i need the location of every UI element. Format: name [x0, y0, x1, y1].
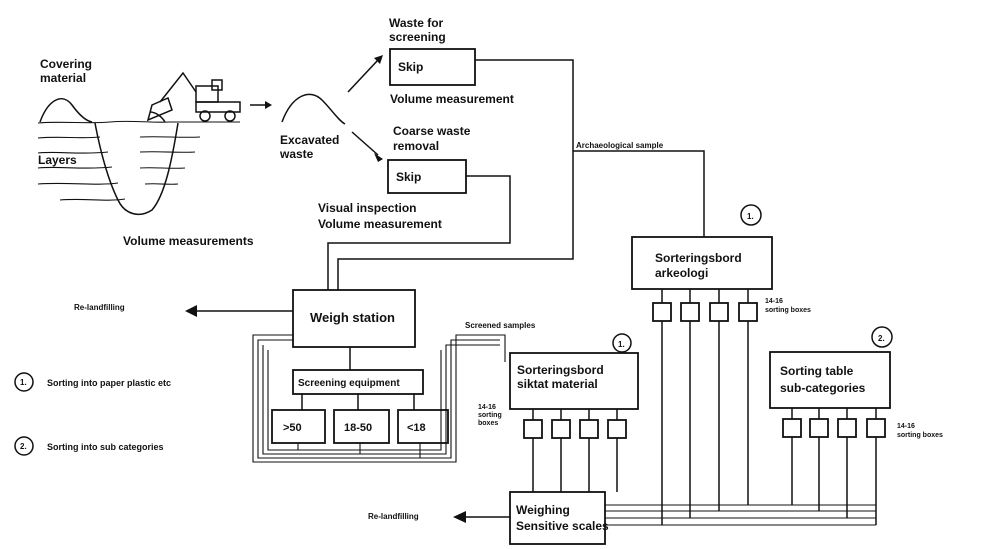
label-screening-equipment: Screening equipment	[298, 378, 400, 389]
label-weighing-1: Weighing	[516, 503, 570, 517]
label-weigh-station: Weigh station	[310, 310, 395, 325]
label-arkeologi-2: arkeologi	[655, 266, 708, 280]
label-covering-2: material	[40, 71, 86, 85]
arkeologi-sorting-boxes	[653, 289, 757, 525]
sorting-table-boxes	[783, 408, 885, 525]
label-sorting-table-2: sub-categories	[780, 381, 866, 395]
label-skip-bottom: Skip	[396, 170, 421, 184]
label-coarse-1: Coarse waste	[393, 124, 471, 138]
legend-1-text: Sorting into paper plastic etc	[47, 378, 171, 388]
label-sorting-boxes-right-1: 14-16	[897, 423, 915, 430]
label-volume-measurement-bottom: Volume measurement	[318, 217, 442, 231]
covering-material-mound	[40, 99, 92, 122]
label-layers: Layers	[38, 153, 77, 167]
weighing-box	[510, 492, 605, 544]
label-weighing-2: Sensitive scales	[516, 519, 609, 533]
label-marker-arkeologi: 1.	[747, 212, 754, 221]
arrow-to-skip-bottom	[352, 132, 378, 155]
label-waste-screening-2: screening	[389, 30, 446, 44]
label-sorting-boxes-right-2: sorting boxes	[897, 432, 943, 439]
legend-1-number: 1.	[20, 378, 27, 387]
line-archaeological-sample	[573, 151, 704, 237]
label-screened-samples: Screened samples	[465, 321, 536, 330]
label-marker-sorting-table: 2.	[878, 334, 885, 343]
lines-to-weighing	[605, 505, 876, 525]
excavated-waste-mound	[282, 94, 345, 124]
label-volume-measurement-top: Volume measurement	[390, 92, 514, 106]
label-re-landfilling-top: Re-landfilling	[74, 303, 125, 312]
label-sorting-boxes-left-2: sorting	[478, 412, 502, 419]
label-covering-1: Covering	[40, 57, 92, 71]
label-size-18-50: 18-50	[344, 422, 372, 434]
siktat-sorting-boxes	[524, 409, 626, 492]
label-sorting-table-1: Sorting table	[780, 364, 854, 378]
sorting-table-box	[770, 352, 890, 408]
label-sorting-boxes-arch-1: 14-16	[765, 298, 783, 305]
label-waste-screening-1: Waste for	[389, 16, 444, 30]
label-archaeological-sample: Archaeological sample	[576, 141, 664, 150]
label-excavated-2: waste	[279, 147, 314, 161]
label-re-landfilling-bottom: Re-landfilling	[368, 512, 419, 521]
label-sorting-boxes-left-3: boxes	[478, 420, 498, 427]
label-siktat-2: siktat material	[517, 377, 598, 391]
label-visual-inspection: Visual inspection	[318, 201, 416, 215]
label-marker-siktat: 1.	[618, 340, 625, 349]
label-excavated-1: Excavated	[280, 133, 339, 147]
legend-2-text: Sorting into sub categories	[47, 442, 164, 452]
label-arkeologi-1: Sorteringsbord	[655, 251, 742, 265]
legend-2-number: 2.	[20, 442, 27, 451]
excavator-icon	[148, 73, 240, 122]
label-skip-top: Skip	[398, 60, 423, 74]
label-coarse-2: removal	[393, 139, 439, 153]
label-sorting-boxes-left-1: 14-16	[478, 404, 496, 411]
arrow-to-skip-top	[348, 60, 378, 92]
label-siktat-1: Sorteringsbord	[517, 363, 604, 377]
label-size-gt50: >50	[283, 422, 302, 434]
label-sorting-boxes-arch-2: sorting boxes	[765, 307, 811, 314]
label-volume-measurements: Volume measurements	[123, 234, 254, 248]
label-size-lt18: <18	[407, 422, 426, 434]
